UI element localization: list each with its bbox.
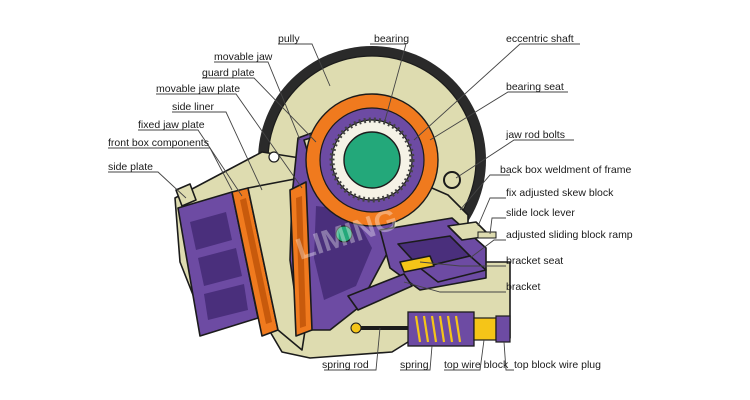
label-side-plate: side plate [108,161,153,173]
label-top-block-wire-plug: top block wire plug [514,359,601,371]
bracket [347,273,413,311]
back-box-weldment [379,217,497,291]
label-jaw-rod-bolts: jaw rod bolts [505,129,565,141]
label-fix-adjusted-skew-block: fix adjusted skew block [506,187,614,199]
grease-port [335,225,353,243]
lifting-hole [268,151,280,163]
slide-lock-lever [477,231,497,239]
label-bearing-seat: bearing seat [506,81,564,93]
bearing-assembly [305,93,439,227]
label-top-wire-block: top wire block [444,359,509,371]
top-wire-block [473,317,497,341]
label-bracket-seat: bracket seat [506,255,563,267]
leader-lines [108,43,580,371]
jaw-rod-bolt [443,171,461,189]
label-movable-jaw-plate: movable jaw plate [156,83,240,95]
label-movable-jaw: movable jaw [214,51,273,63]
label-eccentric-shaft: eccentric shaft [506,33,574,45]
label-slide-lock-lever: slide lock lever [506,207,575,219]
label-spring-rod: spring rod [322,359,369,371]
label-back-box-weldment: back box weldment of frame [500,164,631,176]
label-spring: spring [400,359,429,371]
adjusted-sliding-block-ramp [419,255,487,283]
label-fixed-jaw-plate: fixed jaw plate [138,119,205,131]
label-adjusted-sliding-block-ramp: adjusted sliding block ramp [506,229,633,241]
front-box-components [177,191,259,337]
label-bearing: bearing [374,33,409,45]
label-front-box-components: front box components [108,137,209,149]
label-bracket: bracket [506,281,541,293]
labels: pully movable jaw guard plate movable ja… [108,33,633,371]
bracket-seat [399,255,435,273]
label-pully: pully [278,33,300,45]
eccentric-shaft [343,131,401,189]
label-guard-plate: guard plate [202,67,255,79]
top-block-wire-plug [495,315,511,343]
label-side-liner: side liner [172,101,215,113]
side-plate-lug [175,183,197,207]
